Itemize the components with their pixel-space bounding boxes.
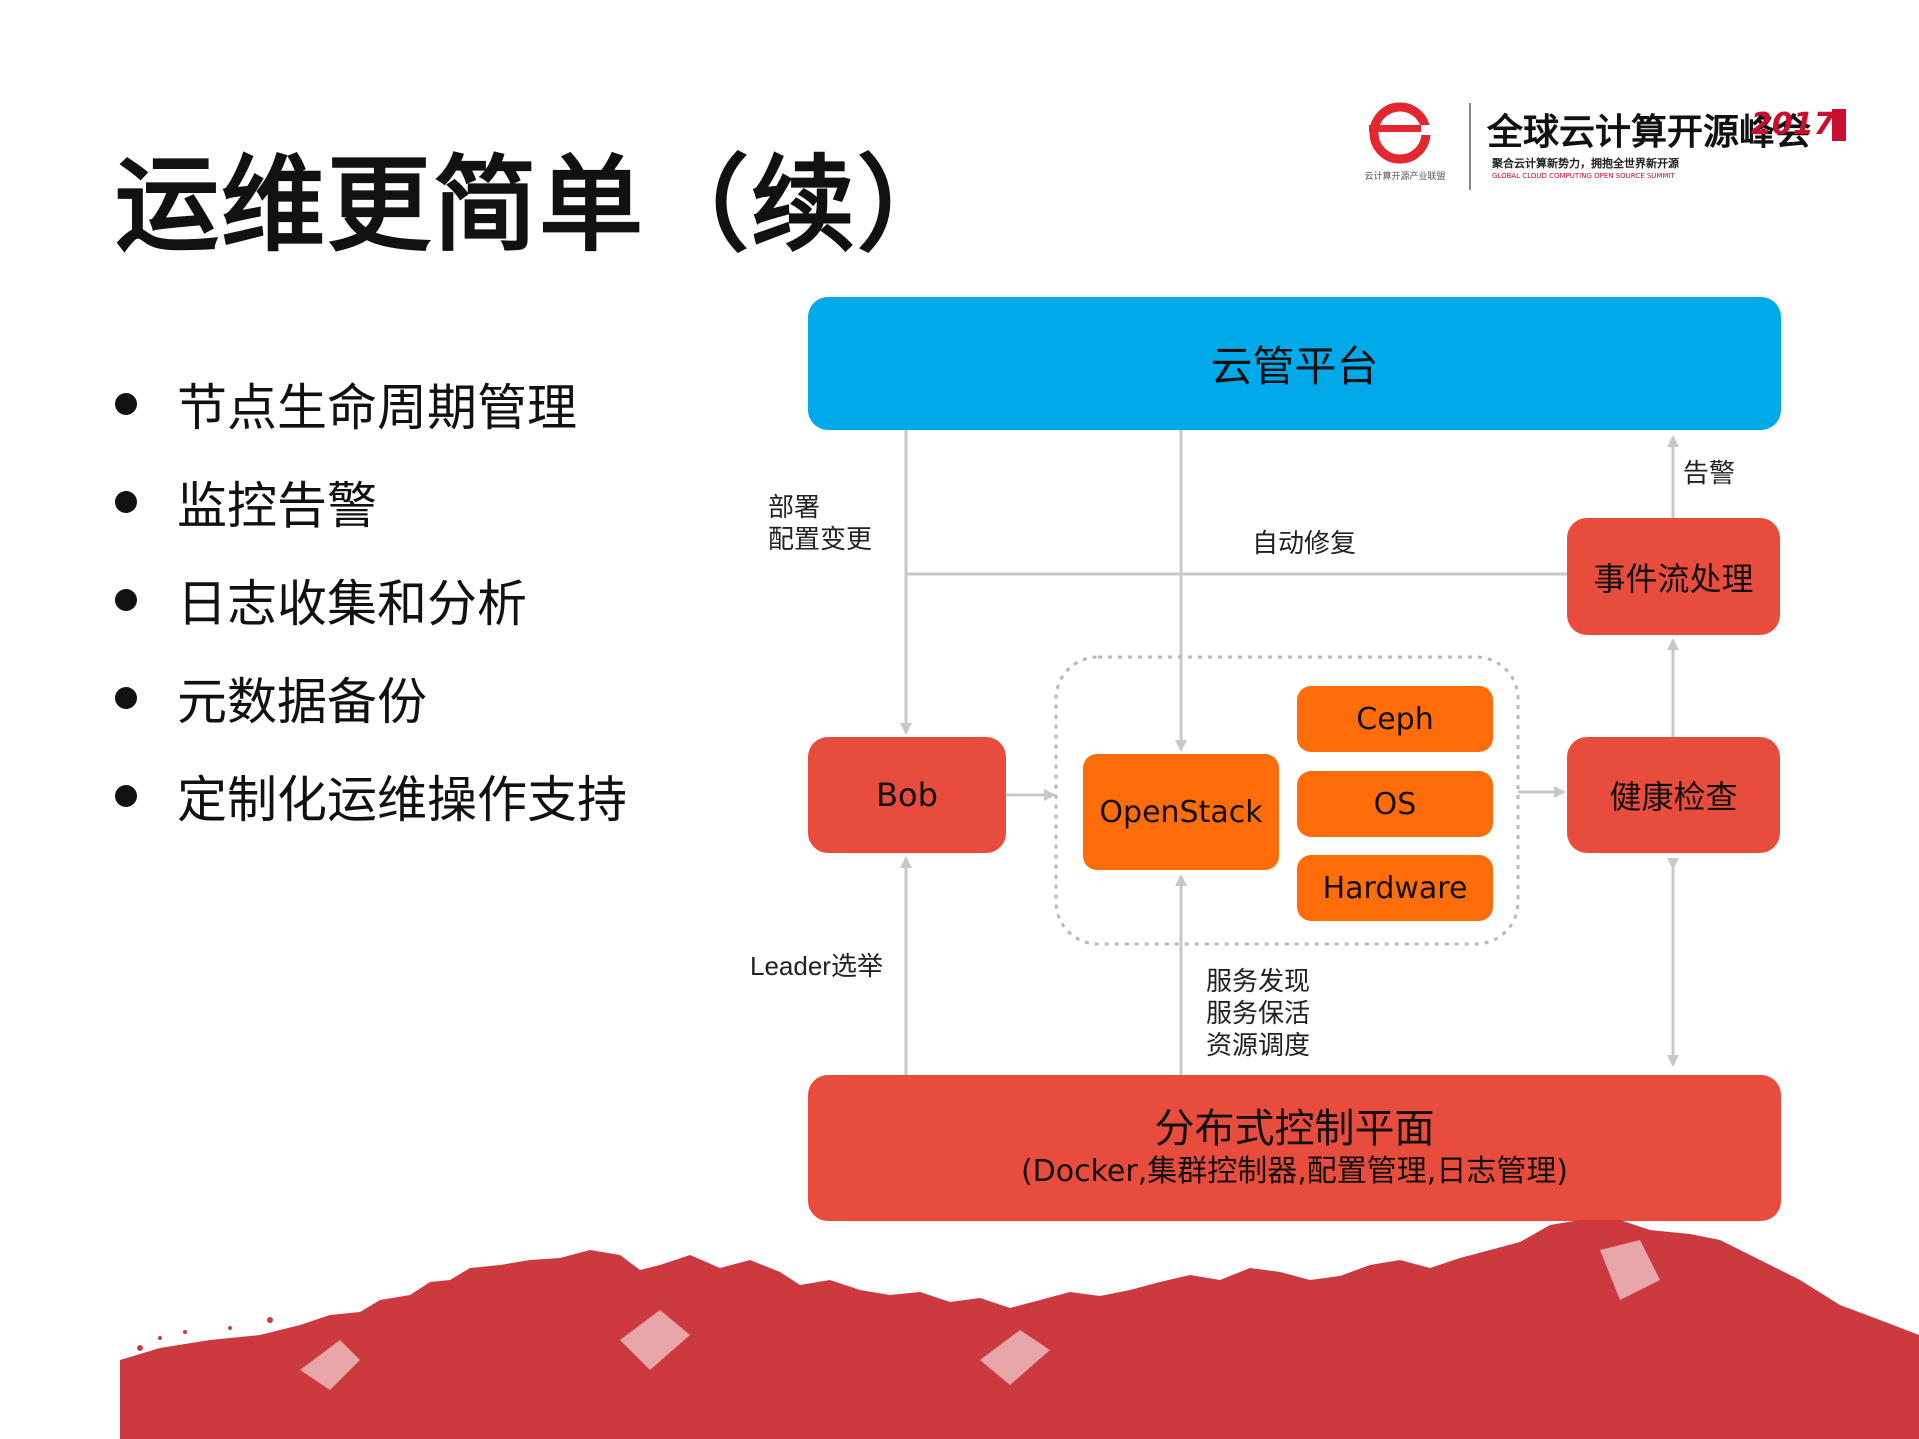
os-box: OS — [1297, 771, 1493, 837]
org-caption: 云计算开源产业联盟 — [1364, 172, 1446, 182]
seal-icon — [1832, 109, 1846, 141]
bob-box: Bob — [808, 737, 1006, 853]
edge-label-service: 服务发现 服务保活 资源调度 — [1206, 967, 1311, 1061]
edge-label-alarm: 告警 — [1683, 459, 1736, 489]
bullet-icon — [115, 687, 137, 709]
health-check-box: 健康检查 — [1567, 737, 1780, 853]
list-item: 监控告警 — [115, 453, 627, 551]
ceph-box: Ceph — [1297, 686, 1493, 752]
bullet-icon — [115, 589, 137, 611]
service-group-border — [1054, 655, 1520, 946]
list-item: 定制化运维操作支持 — [115, 747, 627, 845]
bullet-icon — [115, 393, 137, 415]
control-plane-subtitle: (Docker,集群控制器,配置管理,日志管理) — [1020, 1154, 1569, 1189]
summit-tagline: 聚合云计算新势力，拥抱全世界新开源 — [1492, 157, 1679, 170]
bullet-icon — [115, 785, 137, 807]
bullet-list: 节点生命周期管理 监控告警 日志收集和分析 元数据备份 定制化运维操作支持 — [115, 355, 627, 845]
edge-label-deploy: 部署 配置变更 — [768, 493, 873, 555]
list-item: 元数据备份 — [115, 649, 627, 747]
edge-label-leader: Leader选举 — [750, 951, 883, 981]
bullet-icon — [115, 491, 137, 513]
cloud-platform-box: 云管平台 — [808, 297, 1781, 430]
page-title: 运维更简单（续） — [115, 143, 964, 266]
control-plane-title: 分布式控制平面 — [1154, 1106, 1435, 1152]
summit-year: 2017 — [1751, 107, 1835, 142]
summit-tagline-en: GLOBAL CLOUD COMPUTING OPEN SOURCE SUMMI… — [1492, 172, 1675, 180]
summit-name: 全球云计算开源峰会 — [1487, 111, 1812, 153]
hardware-box: Hardware — [1297, 855, 1493, 921]
control-plane-box: 分布式控制平面 (Docker,集群控制器,配置管理,日志管理) — [808, 1075, 1781, 1221]
logo-mark-icon — [1369, 102, 1471, 190]
list-item: 节点生命周期管理 — [115, 355, 627, 453]
event-processing-box: 事件流处理 — [1567, 518, 1780, 635]
edge-label-auto-repair: 自动修复 — [1252, 529, 1357, 559]
summit-logo: 云计算开源产业联盟 全球云计算开源峰会 2017 聚合云计算新势力，拥抱全世界新… — [1355, 95, 1855, 195]
list-item: 日志收集和分析 — [115, 551, 627, 649]
openstack-box: OpenStack — [1083, 754, 1279, 870]
great-wall-mountain-decoration — [120, 1220, 1919, 1439]
